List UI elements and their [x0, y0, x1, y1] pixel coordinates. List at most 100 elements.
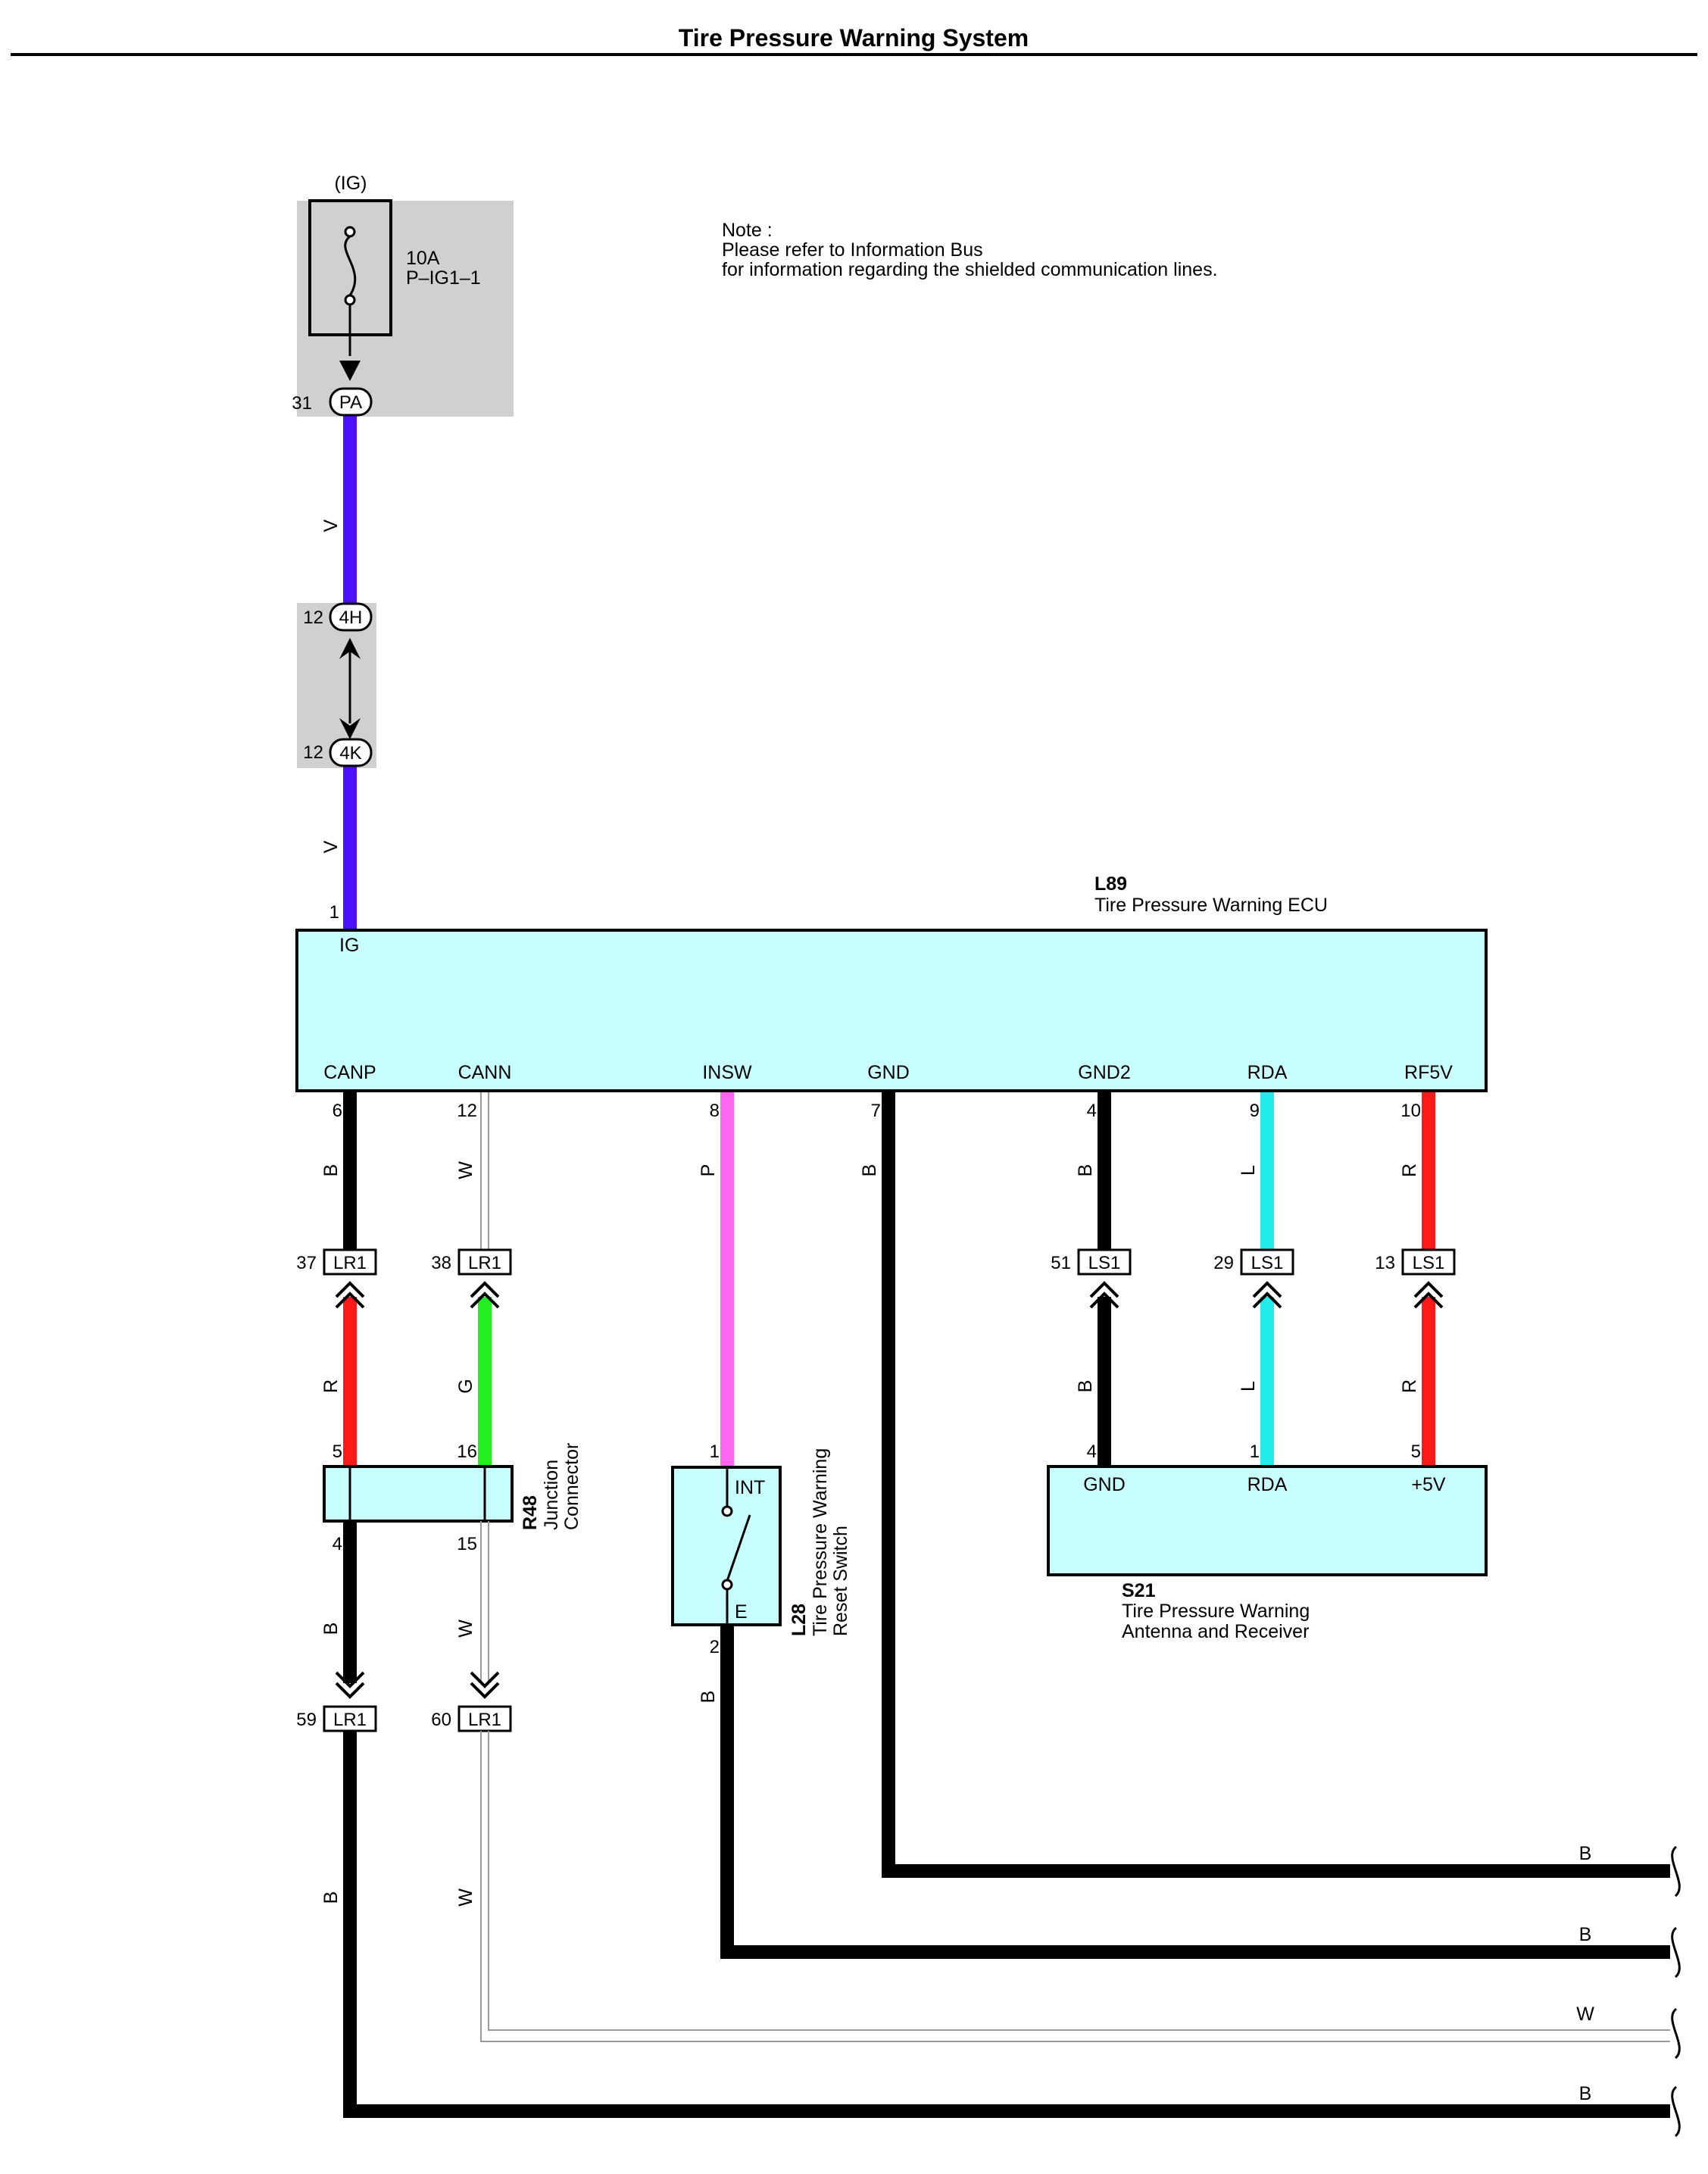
wire-switch-ground: [720, 1625, 1670, 1959]
fuse-area: [297, 201, 514, 417]
connector-chevrons-mid: [335, 1281, 1444, 1309]
svg-text:4K: 4K: [339, 743, 361, 764]
connector-pa: [329, 387, 373, 417]
svg-text:LR1: LR1: [333, 1710, 367, 1730]
svg-text:9: 9: [1250, 1101, 1260, 1121]
svg-text:12: 12: [303, 742, 323, 763]
svg-text:31: 31: [292, 393, 312, 414]
svg-text:CANP: CANP: [323, 1062, 376, 1083]
svg-text:RDA: RDA: [1247, 1062, 1288, 1083]
ecu-box: [295, 929, 1488, 1092]
svg-text:LS1: LS1: [1251, 1253, 1284, 1273]
svg-text:B: B: [1075, 1380, 1096, 1393]
reset-switch-label: L28 Tire Pressure Warning Reset Switch: [788, 1448, 851, 1636]
receiver-code: S21: [1122, 1580, 1156, 1601]
svg-text:E: E: [735, 1601, 748, 1623]
svg-text:LR1: LR1: [333, 1253, 367, 1273]
svg-text:LS1: LS1: [1413, 1253, 1445, 1273]
svg-text:B: B: [1579, 1924, 1592, 1945]
svg-text:W: W: [455, 1161, 476, 1179]
svg-text:5: 5: [1411, 1442, 1421, 1462]
svg-text:37: 37: [296, 1253, 317, 1273]
svg-text:Please refer to Information Bu: Please refer to Information Bus: [722, 239, 983, 261]
svg-text:W: W: [455, 1620, 476, 1638]
fuse-name: P–IG1–1: [406, 267, 481, 289]
svg-text:GND2: GND2: [1078, 1062, 1130, 1083]
ecu-code: L89: [1094, 873, 1127, 895]
svg-text:W: W: [455, 1888, 476, 1907]
svg-text:B: B: [698, 1691, 719, 1704]
svg-text:1: 1: [1250, 1442, 1260, 1462]
svg-text:RDA: RDA: [1247, 1474, 1288, 1495]
svg-text:RF5V: RF5V: [1404, 1062, 1453, 1083]
svg-text:GND: GND: [867, 1062, 910, 1083]
svg-text:B: B: [320, 1164, 342, 1177]
svg-text:GND: GND: [1083, 1474, 1126, 1495]
svg-text:60: 60: [431, 1710, 451, 1730]
svg-text:16: 16: [457, 1442, 477, 1462]
junction-connector-r48: [323, 1465, 514, 1523]
svg-text:CANN: CANN: [458, 1062, 512, 1083]
wire-gnd: [882, 1092, 1670, 1878]
connector-chevrons-low: [335, 1671, 500, 1699]
connector-4h: [329, 602, 373, 632]
svg-text:13: 13: [1375, 1253, 1395, 1273]
svg-text:7: 7: [871, 1101, 881, 1121]
svg-text:Junction: Junction: [541, 1460, 562, 1530]
svg-text:P: P: [698, 1164, 719, 1177]
svg-text:1: 1: [329, 902, 339, 923]
svg-text:for information regarding the: for information regarding the shielded c…: [722, 259, 1218, 280]
svg-text:4: 4: [333, 1534, 342, 1554]
svg-text:29: 29: [1213, 1253, 1234, 1273]
svg-text:R: R: [320, 1379, 342, 1393]
svg-text:LR1: LR1: [468, 1710, 501, 1730]
svg-text:V: V: [320, 840, 342, 853]
svg-text:L: L: [1238, 1381, 1259, 1392]
svg-text:10: 10: [1400, 1101, 1421, 1121]
ecu-terminals: CANP CANN INSW GND GND2 RDA RF5V 6 12 8 …: [323, 1062, 1453, 1121]
svg-text:INT: INT: [735, 1477, 765, 1498]
svg-text:V: V: [320, 519, 342, 532]
svg-text:LS1: LS1: [1088, 1253, 1121, 1273]
svg-text:Reset Switch: Reset Switch: [830, 1526, 851, 1636]
mid-connectors: LR1 37 LR1 38 LS1 51 LS1 29 LS1 13: [296, 1248, 1456, 1276]
svg-text:12: 12: [457, 1101, 477, 1121]
svg-text:4: 4: [1087, 1442, 1097, 1462]
svg-text:12: 12: [303, 608, 323, 628]
continuation-break-marks: [1671, 1845, 1681, 2138]
svg-text:5: 5: [333, 1442, 342, 1462]
svg-text:R48: R48: [520, 1495, 541, 1530]
wire-cann-top: [480, 1092, 489, 1250]
wire-cann-low: [480, 1521, 489, 1683]
svg-text:B: B: [1579, 2083, 1592, 2104]
svg-text:2: 2: [710, 1637, 720, 1657]
svg-text:Tire Pressure Warning: Tire Pressure Warning: [810, 1448, 831, 1636]
ecu-ig-label: IG: [339, 935, 359, 956]
svg-text:B: B: [320, 1891, 342, 1904]
svg-text:INSW: INSW: [702, 1062, 752, 1083]
svg-text:+5V: +5V: [1411, 1474, 1446, 1495]
svg-text:R: R: [1399, 1379, 1420, 1393]
receiver-name-2: Antenna and Receiver: [1122, 1621, 1309, 1642]
page-title: Tire Pressure Warning System: [679, 24, 1029, 52]
wire-canp-return: [343, 1731, 1670, 2118]
switch-contact-icon: [721, 1467, 751, 1625]
svg-text:B: B: [1579, 1843, 1592, 1864]
fuse-icon: [344, 226, 357, 356]
svg-text:59: 59: [296, 1710, 317, 1730]
svg-text:38: 38: [431, 1253, 451, 1273]
svg-text:PA: PA: [339, 392, 362, 413]
fuse-arrow: [339, 361, 361, 381]
svg-text:B: B: [859, 1164, 880, 1177]
svg-text:W: W: [1576, 2004, 1594, 2025]
svg-text:Connector: Connector: [561, 1443, 582, 1530]
svg-text:B: B: [320, 1623, 342, 1635]
fuse-rating: 10A: [406, 248, 440, 269]
wire-cann-return: [480, 1731, 1670, 2042]
junction-connector-label: R48 Junction Connector: [520, 1443, 582, 1530]
svg-text:8: 8: [710, 1101, 720, 1121]
svg-text:R: R: [1399, 1164, 1420, 1177]
svg-text:B: B: [1075, 1164, 1096, 1177]
svg-text:L28: L28: [788, 1604, 810, 1636]
